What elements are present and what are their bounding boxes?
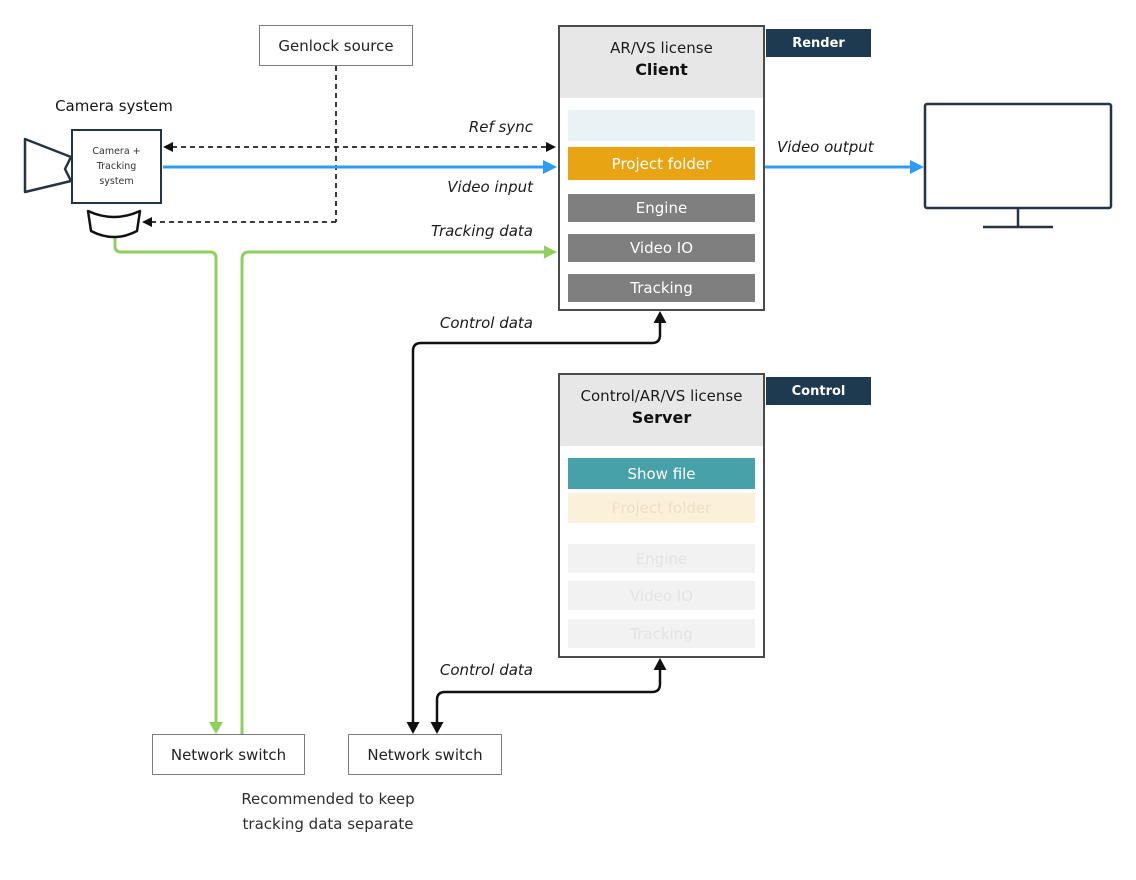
client-slot-video-io: Video IO <box>568 234 755 262</box>
server-license-label: Control/AR/VS license <box>580 387 743 405</box>
video-output-label: Video output <box>777 138 874 156</box>
render-tag-label: Render <box>792 35 845 51</box>
camera-system-title: Camera system <box>55 97 173 115</box>
monitor-icon <box>923 102 1113 229</box>
tracking-data-label: Tracking data <box>430 222 533 240</box>
client-slot-tracking: Tracking <box>568 274 755 302</box>
video-input-label: Video input <box>447 178 533 196</box>
server-slot-video-io: Video IO <box>568 581 755 610</box>
control-tag-label: Control <box>791 383 846 399</box>
server-header: Control/AR/VS license Server <box>560 375 763 446</box>
client-header: AR/VS license Client <box>560 27 763 98</box>
server-slot-show-file: Show file <box>568 458 755 489</box>
genlock-source-label: Genlock source <box>278 36 394 55</box>
tracking-note-line: Recommended to keep <box>241 790 415 808</box>
tracking-to-switch-connector <box>113 238 223 734</box>
camera-body-box: Camera + Tracking system <box>71 129 162 204</box>
camera-body-line: Camera + <box>92 145 141 157</box>
camera-lens-icon <box>23 137 73 194</box>
server-slot-engine: Engine <box>568 544 755 573</box>
control-data-bottom-label: Control data <box>439 661 533 679</box>
client-slot-engine: Engine <box>568 194 755 222</box>
client-slot-project-folder: Project folder <box>568 147 755 180</box>
tracking-sensor-icon <box>86 209 142 239</box>
ref-sync-label: Ref sync <box>468 118 533 136</box>
network-switch-tracking-box: Network switch <box>152 734 305 775</box>
camera-body-line: system <box>99 176 134 188</box>
server-title: Server <box>631 408 692 427</box>
video-input-connector <box>163 160 557 174</box>
control-data-server-connector <box>430 658 667 734</box>
camera-body-line: Tracking <box>96 160 137 172</box>
network-switch-label: Network switch <box>367 745 483 764</box>
control-data-client-connector <box>406 311 667 734</box>
client-slot-show-file <box>568 110 755 141</box>
server-slot-project-folder: Project folder <box>568 493 755 523</box>
video-output-connector <box>765 160 924 174</box>
network-switch-control-box: Network switch <box>348 734 502 775</box>
tracking-data-connector <box>240 245 557 734</box>
genlock-source-box: Genlock source <box>259 25 413 66</box>
server-box: Control/AR/VS license Server Show file P… <box>558 373 765 658</box>
control-tag: Control <box>766 377 871 405</box>
render-tag: Render <box>766 29 871 57</box>
control-data-top-label: Control data <box>439 314 533 332</box>
genlock-sync-connector <box>142 66 337 227</box>
ref-sync-connector <box>163 142 556 152</box>
client-license-label: AR/VS license <box>610 39 713 57</box>
tracking-note: Recommended to keep tracking data separa… <box>193 787 463 837</box>
client-title: Client <box>635 60 688 79</box>
network-switch-label: Network switch <box>170 745 287 764</box>
client-box: AR/VS license Client Project folder Engi… <box>558 25 765 311</box>
tracking-note-line: tracking data separate <box>242 815 414 833</box>
server-slot-tracking: Tracking <box>568 619 755 648</box>
